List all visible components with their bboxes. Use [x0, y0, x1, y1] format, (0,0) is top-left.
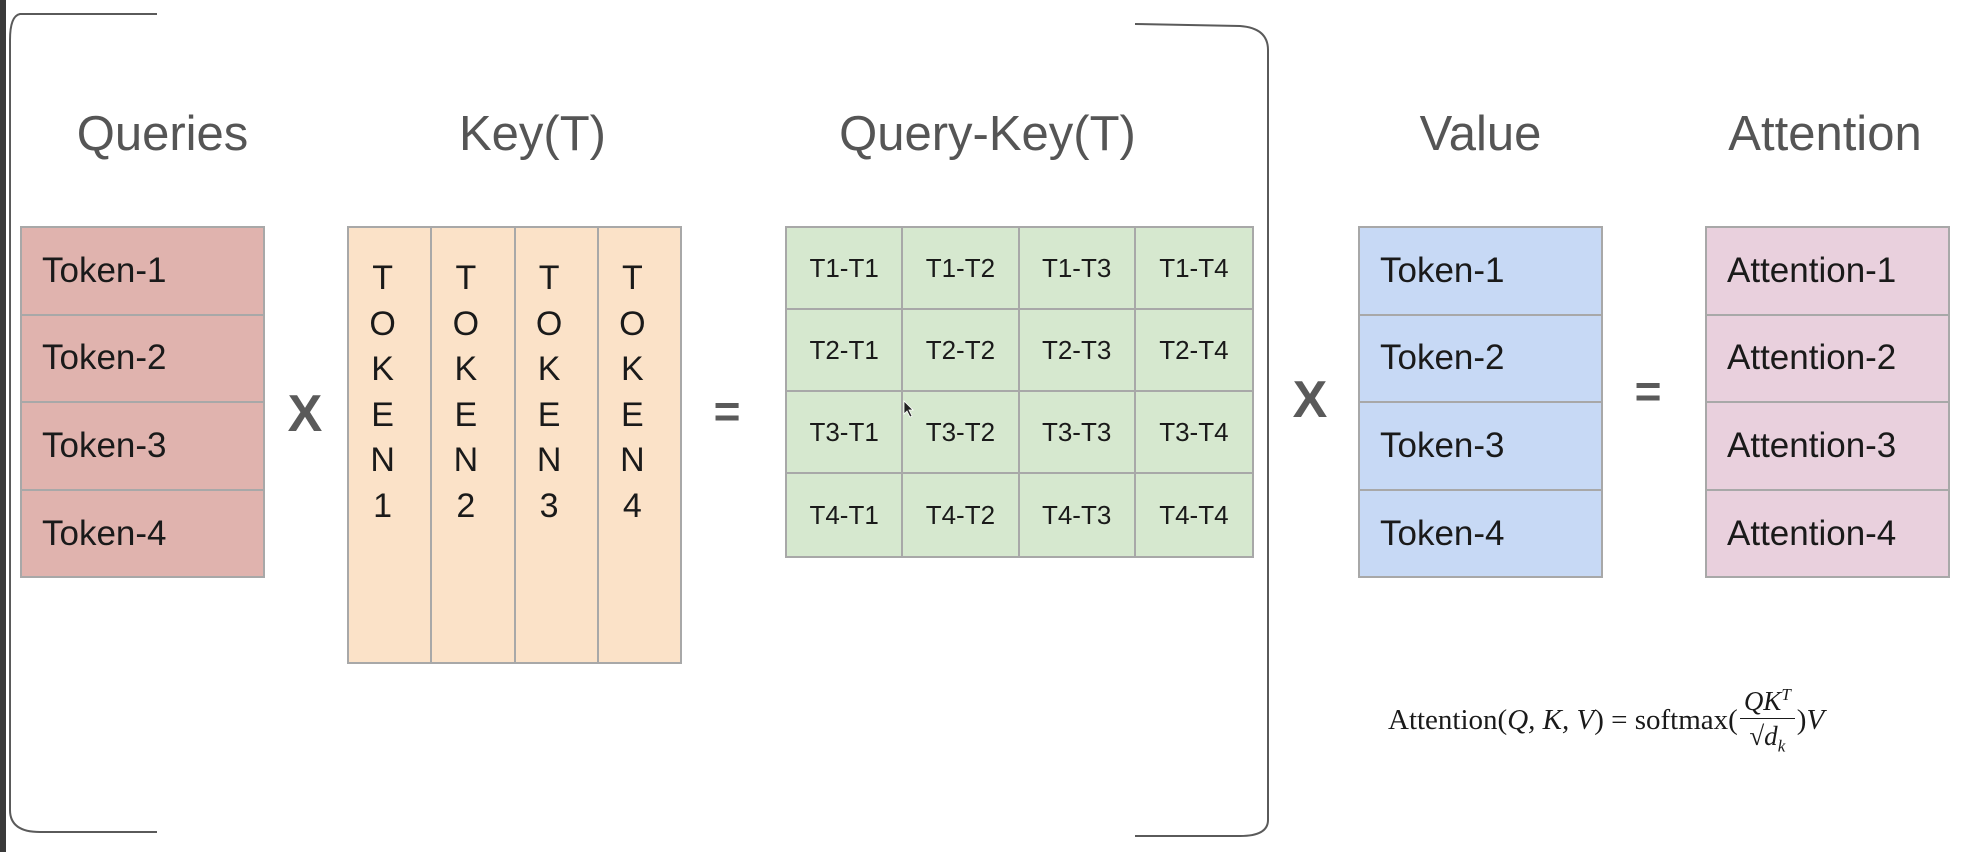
- list-item: Token-2: [1360, 316, 1601, 403]
- matrix-cell: T4-T3: [1020, 474, 1136, 556]
- left-edge-shadow: [0, 0, 6, 852]
- matrix-cell: T4-T4: [1159, 499, 1229, 530]
- matrix-cell: T4-T2: [903, 474, 1020, 556]
- list-item: Token-1: [22, 228, 263, 316]
- key-letter: N: [453, 441, 479, 479]
- token-label: Token-2: [1380, 338, 1505, 378]
- heading-attention: Attention: [1728, 107, 1922, 161]
- key-letter: O: [369, 304, 396, 343]
- numerator-text: QK: [1743, 686, 1782, 716]
- formula-args: Q, K, V: [1507, 704, 1595, 737]
- matrix-cell: T1-T2: [903, 228, 1020, 310]
- matrix-cell: T3-T1: [787, 392, 904, 474]
- key-letter: N: [536, 441, 562, 479]
- list-item: Attention-2: [1707, 316, 1948, 403]
- key-letter: E: [371, 395, 394, 434]
- equals-operator-1: =: [713, 385, 741, 437]
- token-label: Token-1: [1380, 250, 1505, 290]
- formula-rhs-close: ): [1796, 704, 1807, 737]
- list-item: Token-4: [22, 491, 263, 579]
- heading-query-key-t: Query-Key(T): [839, 107, 1136, 161]
- token-label: Token-4: [1380, 514, 1505, 554]
- list-item: Token-3: [22, 403, 263, 491]
- queries-matrix: Token-1 Token-2 Token-3 Token-4: [20, 226, 265, 578]
- formula-numerator: QKT: [1739, 678, 1795, 719]
- token-label: Token-4: [42, 514, 167, 554]
- token-label: Token-3: [1380, 425, 1505, 465]
- heading-queries: Queries: [76, 107, 249, 161]
- key-letter: K: [537, 350, 561, 388]
- matrix-cell: T3-T2: [903, 392, 1020, 474]
- list-item: Token-2: [22, 316, 263, 403]
- key-letter: T: [621, 259, 643, 297]
- key-letter: O: [452, 304, 480, 343]
- formula-denominator: √dk: [1749, 719, 1785, 763]
- attention-formula: Attention( Q, K, V ) = softmax( QKT √dk …: [1388, 678, 1824, 763]
- key-letter: 1: [373, 486, 393, 525]
- key-letter: E: [621, 395, 644, 434]
- list-item: Attention-1: [1707, 228, 1948, 316]
- attention-matrix: Attention-1 Attention-2 Attention-3 Atte…: [1705, 226, 1950, 578]
- key-letter: T: [455, 259, 477, 297]
- attention-label: Attention-4: [1727, 514, 1897, 554]
- list-item: Token-4: [1360, 491, 1601, 579]
- key-letter: N: [370, 441, 395, 479]
- key-letter: E: [537, 395, 561, 434]
- key-letter: N: [620, 441, 645, 479]
- mouse-cursor-icon: [903, 400, 914, 418]
- token-label: Token-2: [42, 338, 167, 378]
- attention-label: Attention-3: [1727, 425, 1897, 465]
- key-letter: K: [454, 350, 478, 388]
- matrix-cell: T2-T4: [1135, 310, 1252, 392]
- matrix-cell: T2-T3: [1019, 310, 1136, 392]
- matrix-cell: T1-T4: [1135, 228, 1252, 310]
- formula-tail: V: [1806, 704, 1825, 737]
- key-letter: 4: [622, 486, 642, 525]
- list-item: Token-3: [1360, 403, 1601, 491]
- matrix-cell: T3-T3: [1019, 392, 1136, 474]
- key-letter: 2: [456, 486, 476, 525]
- heading-value: Value: [1419, 107, 1542, 161]
- right-bracket: [1134, 23, 1269, 837]
- key-letter: O: [535, 304, 563, 343]
- equals-operator-2: =: [1634, 365, 1662, 417]
- formula-lhs: Attention(: [1388, 704, 1508, 737]
- key-letter: 3: [539, 486, 559, 525]
- key-letter: E: [454, 395, 478, 434]
- numerator-superscript: T: [1781, 685, 1791, 704]
- key-letter: T: [538, 259, 560, 297]
- matrix-cell: T4-T1: [787, 474, 904, 556]
- key-letter: T: [372, 259, 394, 297]
- formula-rhs-open: ) = softmax(: [1594, 704, 1738, 737]
- heading-key-t: Key(T): [459, 107, 606, 161]
- value-matrix: Token-1 Token-2 Token-3 Token-4: [1358, 226, 1603, 578]
- list-item: Attention-4: [1707, 491, 1948, 579]
- attention-label: Attention-1: [1727, 250, 1897, 290]
- attention-label: Attention-2: [1727, 338, 1897, 378]
- token-label: Token-3: [42, 425, 167, 465]
- key-letter: K: [621, 350, 644, 388]
- formula-fraction: QKT √dk: [1739, 678, 1795, 763]
- matrix-cell: T2-T2: [903, 310, 1020, 392]
- token-label: Token-1: [42, 250, 167, 290]
- denominator-subscript: k: [1777, 736, 1786, 756]
- matrix-cell: T2-T1: [787, 310, 904, 392]
- list-item: Attention-3: [1707, 403, 1948, 491]
- multiply-operator-1: X: [287, 385, 323, 443]
- matrix-cell: T1-T1: [787, 228, 904, 310]
- multiply-operator-2: X: [1292, 371, 1328, 429]
- key-letter: O: [619, 304, 646, 343]
- matrix-cell: T3-T4: [1135, 392, 1252, 474]
- key-letter: K: [371, 350, 394, 388]
- denominator-text: √d: [1749, 721, 1778, 751]
- list-item: Token-1: [1360, 228, 1601, 316]
- left-bracket: [9, 12, 157, 833]
- matrix-cell: T1-T3: [1019, 228, 1136, 310]
